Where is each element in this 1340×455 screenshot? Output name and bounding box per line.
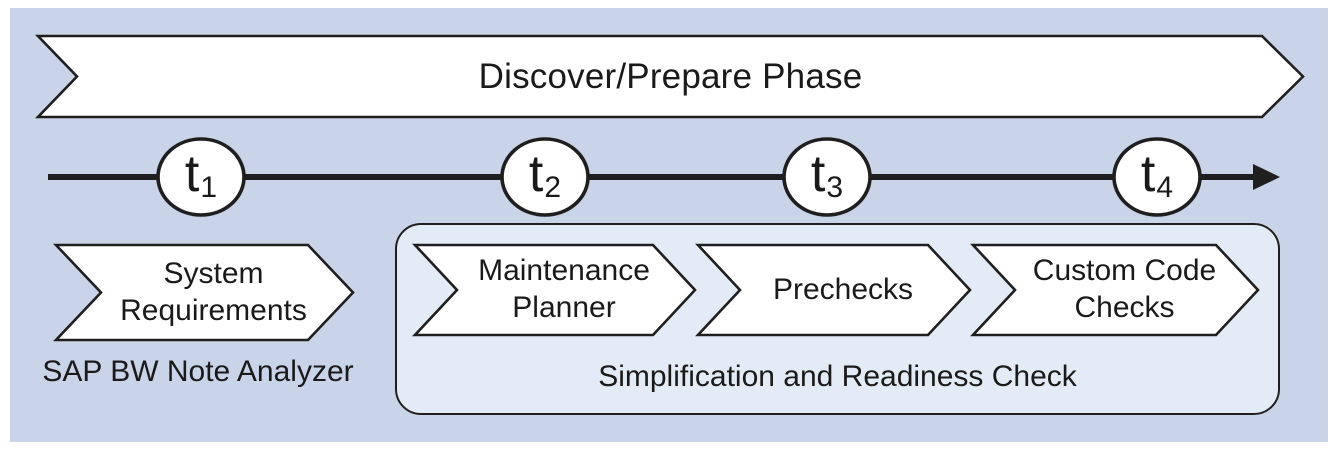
caption-sap-bw-note-analyzer: SAP BW Note Analyzer <box>42 355 354 388</box>
chevron-maintenance-planner: Maintenance Planner <box>412 243 697 337</box>
chevron-arrow-shape <box>412 243 697 337</box>
timeline-axis <box>48 164 1280 190</box>
chevron-arrow-shape <box>970 243 1260 337</box>
timeline-arrowhead-icon <box>1253 164 1280 190</box>
t3-subscript: 3 <box>826 170 844 204</box>
t2-subscript: 2 <box>544 170 562 204</box>
readiness-check-group: Maintenance Planner Prechecks Custom Cod… <box>395 223 1280 415</box>
chevron-arrow-shape <box>695 243 972 337</box>
chevron-system-requirements-label: System Requirements <box>120 256 307 327</box>
chevron-prechecks: Prechecks <box>695 243 972 337</box>
banner-ribbon-shape <box>34 34 1305 119</box>
chevron-maintenance-planner-label: Maintenance Planner <box>478 254 650 324</box>
caption-simplification-readiness-check: Simplification and Readiness Check <box>598 360 1077 393</box>
t4-symbol: t <box>1140 145 1156 203</box>
phase-banner-title: Discover/Prepare Phase <box>478 56 863 96</box>
chevron-custom-code-checks-label: Custom Code Checks <box>1032 254 1217 324</box>
chevron-custom-code-checks: Custom Code Checks <box>970 243 1260 337</box>
t1-symbol: t <box>184 145 200 203</box>
chevron-arrow-shape <box>52 243 355 342</box>
t3-symbol: t <box>810 145 826 203</box>
phase-banner: Discover/Prepare Phase <box>34 34 1305 119</box>
chevron-system-requirements: System Requirements <box>52 243 355 342</box>
t1-subscript: 1 <box>200 170 218 204</box>
t2-symbol: t <box>528 145 544 203</box>
chevron-prechecks-label: Prechecks <box>772 272 914 306</box>
t4-subscript: 4 <box>1156 170 1174 204</box>
